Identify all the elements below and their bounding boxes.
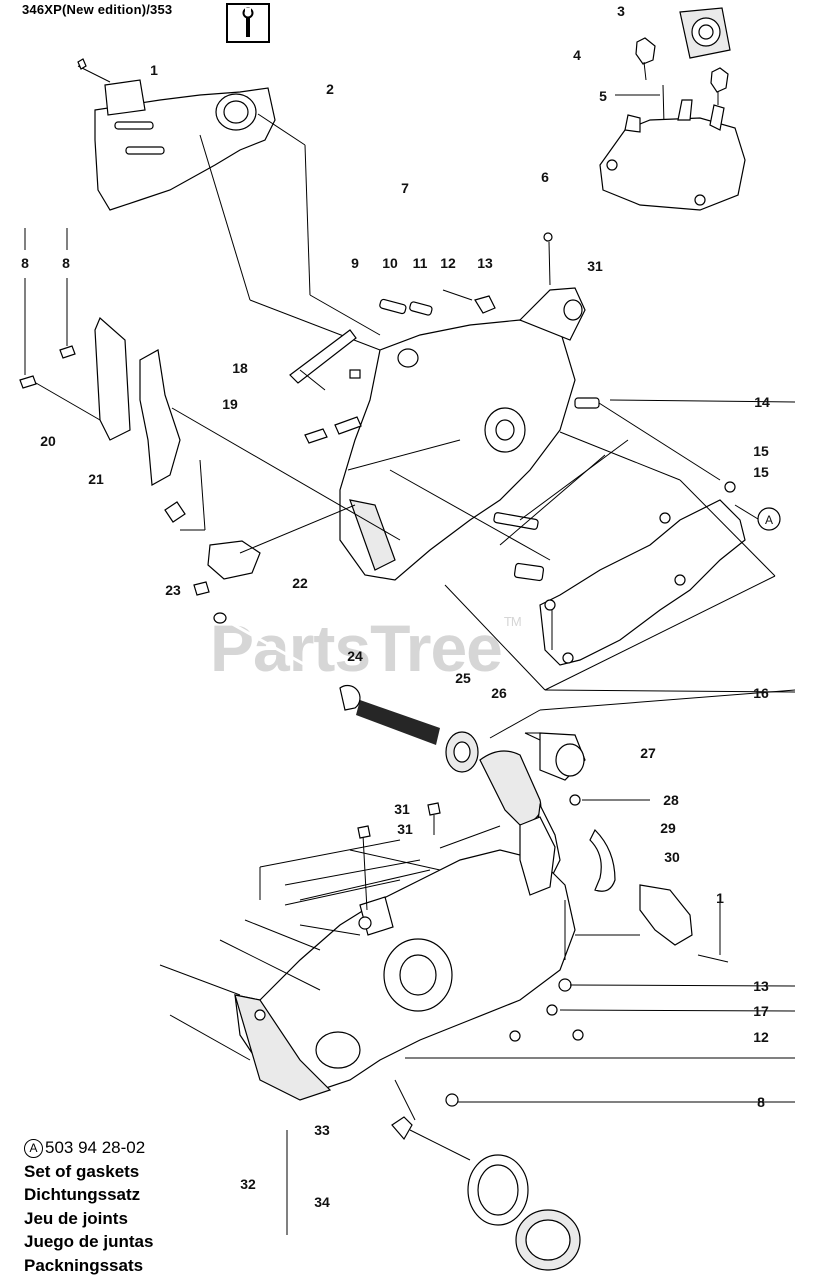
part-number-label: 15 — [753, 443, 769, 459]
part-number-label: 12 — [753, 1029, 769, 1045]
part-number-label: 8 — [62, 255, 70, 271]
callout-a-label: A — [765, 513, 773, 527]
part-number-label: 33 — [314, 1122, 330, 1138]
part-number-label: 1 — [150, 62, 158, 78]
part-number-label: 8 — [757, 1094, 765, 1110]
part-number-label: 17 — [753, 1003, 769, 1019]
model-title: 346XP(New edition)/353 — [22, 2, 173, 17]
part-number-label: 13 — [477, 255, 493, 271]
part-number-label: 18 — [232, 360, 248, 376]
part-number-label: 2 — [326, 81, 334, 97]
wrench-icon — [226, 3, 270, 43]
part-number-label: 25 — [455, 670, 471, 686]
long-rod-24 — [213, 612, 440, 745]
part-number-label: 9 — [351, 255, 359, 271]
part-number-label: 20 — [40, 433, 56, 449]
part-number-label: 23 — [165, 582, 181, 598]
part-number-label: 31 — [587, 258, 603, 274]
legend-label-sv: Packningssats — [24, 1255, 144, 1275]
kit-number: 503 94 28-02 — [45, 1138, 146, 1157]
part-number-label: 3 — [617, 3, 625, 19]
part-number-label: 5 — [599, 88, 607, 104]
part-number-label: 29 — [660, 820, 676, 836]
legend-label-es: Juego de juntas — [24, 1232, 154, 1251]
part-number-label: 15 — [753, 464, 769, 480]
chain-guard-plate — [77, 58, 276, 211]
part-number-label: 24 — [347, 648, 363, 664]
part-number-label: 1 — [716, 890, 724, 906]
part-number-label: 19 — [222, 396, 238, 412]
part-number-label: 11 — [413, 255, 428, 271]
part-number-label: 32 — [240, 1176, 256, 1192]
legend-label-fr: Jeu de joints — [24, 1208, 128, 1228]
part-number-label: 22 — [292, 575, 308, 591]
side-plates — [19, 228, 401, 596]
gasket-16 — [539, 481, 746, 666]
part-number-label: 13 — [753, 978, 769, 994]
part-number-label: 8 — [21, 255, 29, 271]
part-number-label: 31 — [397, 821, 413, 837]
intake-assembly — [599, 7, 746, 211]
part-number-label: 34 — [314, 1194, 330, 1210]
part-number-label: 14 — [754, 394, 770, 410]
part-number-label: 30 — [664, 849, 680, 865]
part-number-label: 10 — [382, 255, 398, 271]
part-number-label: 12 — [440, 255, 456, 271]
part-number-label: 28 — [663, 792, 679, 808]
part-number-label: 7 — [401, 180, 409, 196]
part-number-label: 16 — [753, 685, 769, 701]
trademark-mark: TM — [503, 614, 522, 629]
part-number-label: 21 — [88, 471, 104, 487]
part-number-label: 26 — [491, 685, 507, 701]
part-number-label: 27 — [640, 745, 656, 761]
legend-symbol: A — [24, 1139, 43, 1158]
part-number-label: 31 — [394, 801, 410, 817]
crankcase-upper — [289, 232, 721, 582]
legend-label-de: Dichtungssatz — [24, 1185, 141, 1204]
part-number-label: 6 — [541, 169, 549, 185]
crankcase-lower — [234, 802, 729, 1271]
watermark-text: PartsTree — [210, 611, 503, 685]
legend-label-en: Set of gaskets — [24, 1161, 140, 1181]
part-number-label: 4 — [573, 47, 581, 63]
